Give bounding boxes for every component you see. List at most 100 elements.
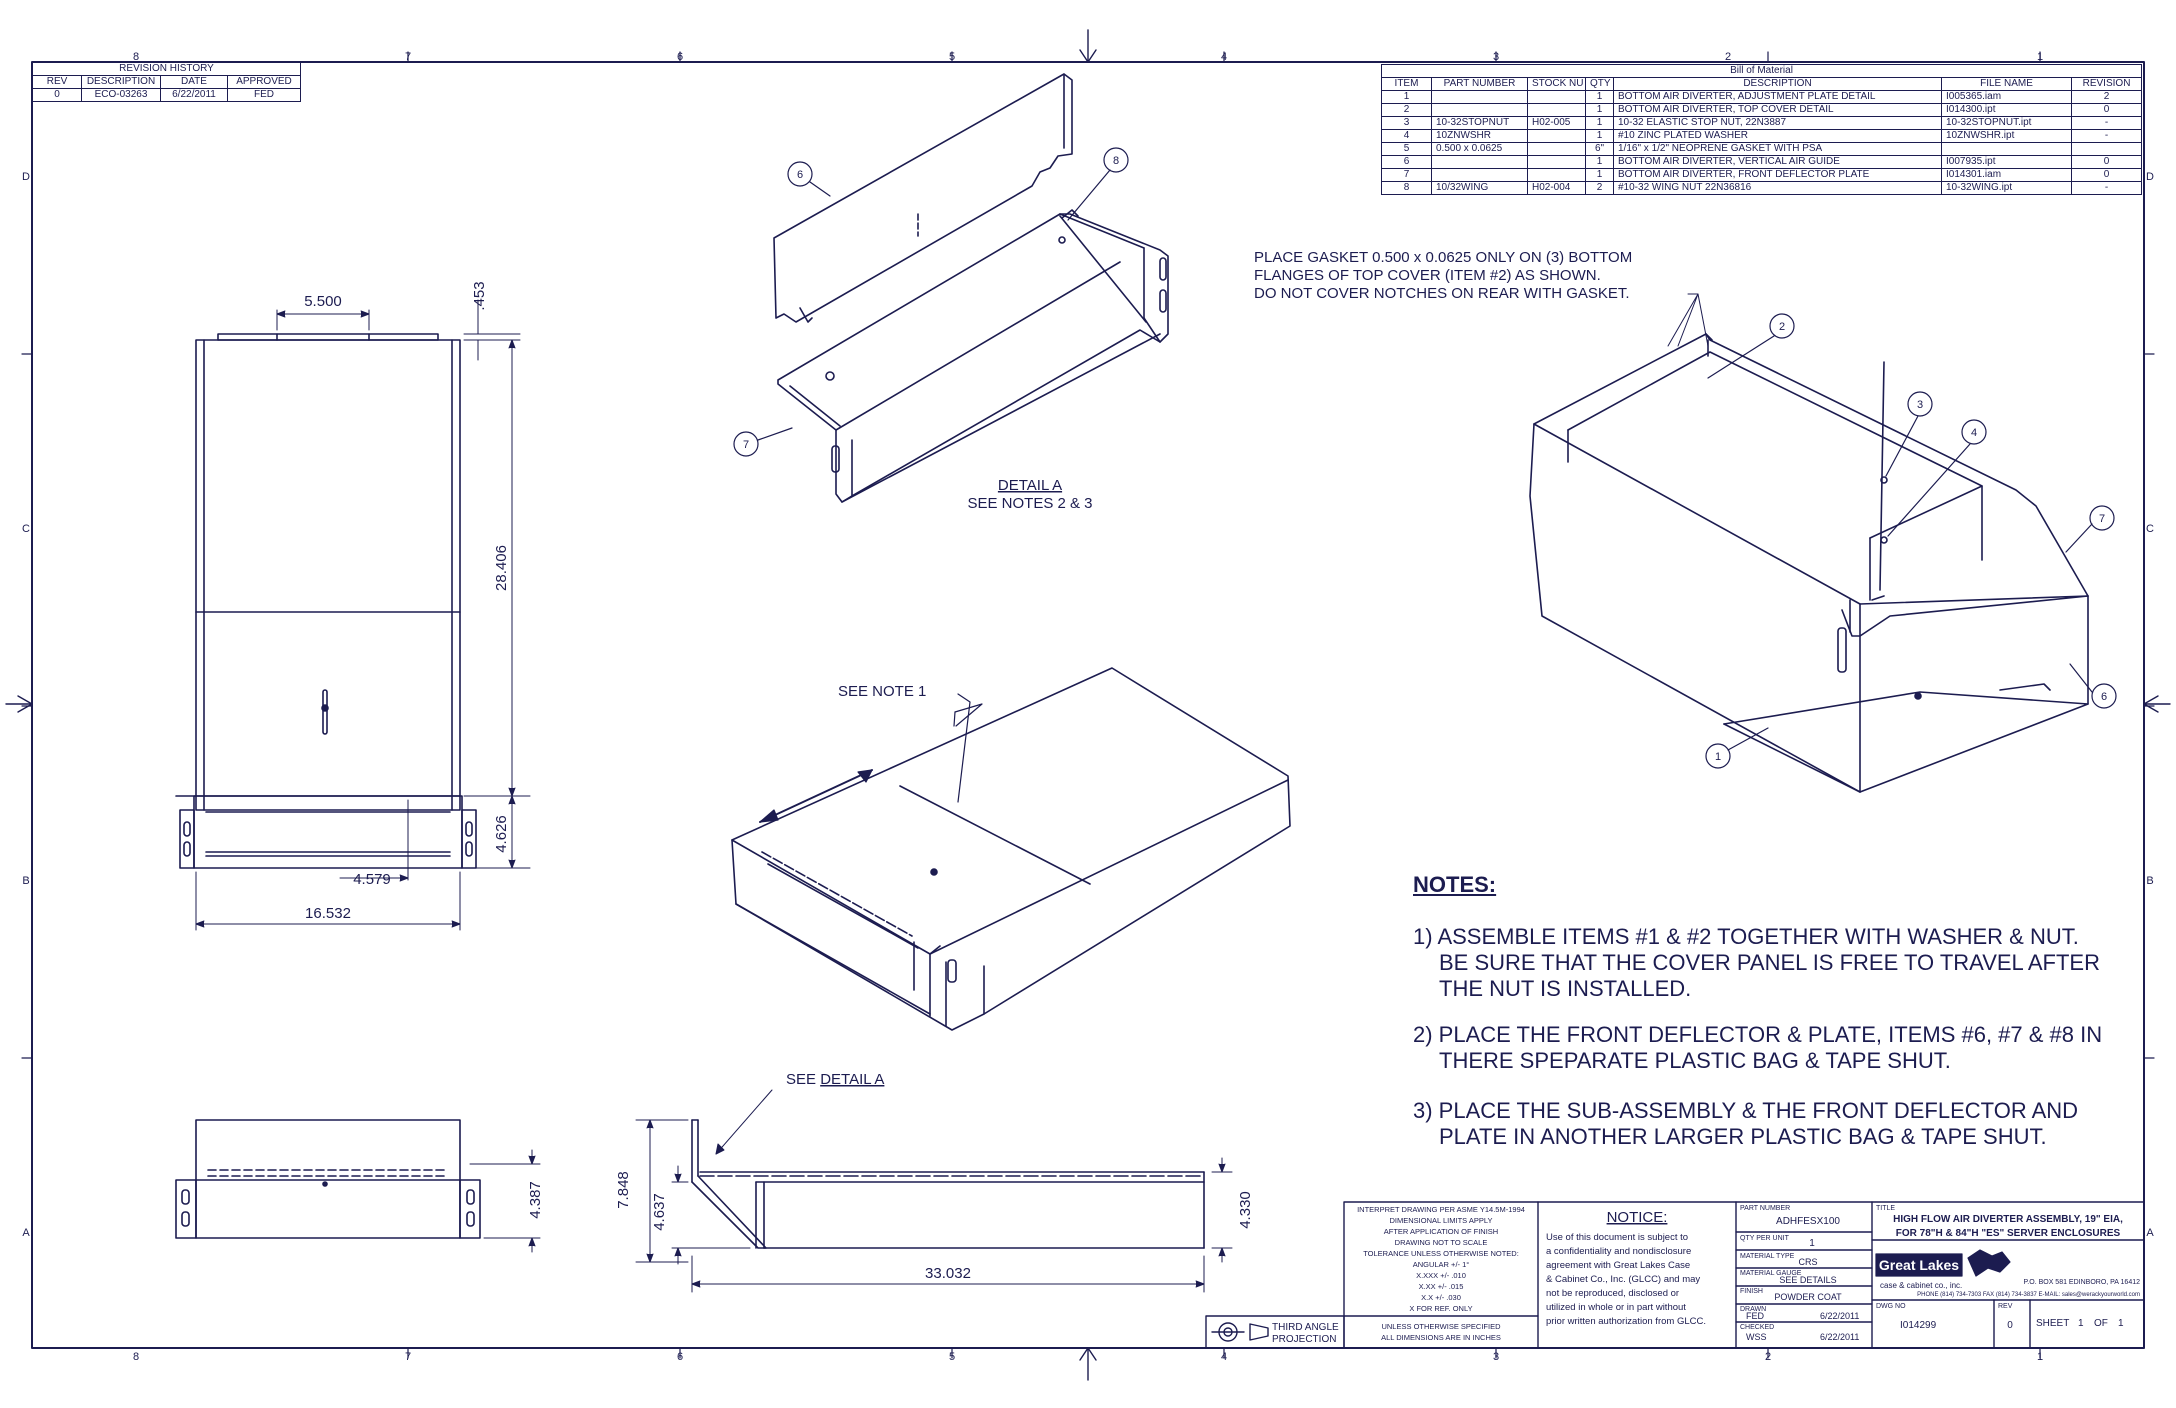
projection-label: THIRD ANGLE PROJECTION [1272, 1322, 1339, 1345]
dim-side-height-small: 4.637 [651, 1193, 668, 1231]
svg-text:ALL DIMENSIONS ARE IN INCHES: ALL DIMENSIONS ARE IN INCHES [1381, 1333, 1501, 1342]
bom-cell: 1/16" x 1/2" NEOPRENE GASKET WITH PSA [1613, 142, 1942, 156]
company-address: P.O. BOX 581 EDINBORO, PA 16412 [2024, 1279, 2141, 1286]
bom-cell: 10-32STOPNUT [1431, 116, 1528, 130]
svg-text:WSS: WSS [1746, 1332, 1767, 1342]
side-view [691, 1119, 1205, 1249]
svg-text:CRS: CRS [1798, 1257, 1817, 1267]
svg-text:Use of this document is subjec: Use of this document is subject to [1546, 1232, 1688, 1243]
bom-cell: BOTTOM AIR DIVERTER, TOP COVER DETAIL [1613, 103, 1942, 117]
detail-a-view [773, 73, 1169, 503]
svg-text:utilized in whole or in part w: utilized in whole or in part without [1546, 1302, 1686, 1313]
bom-cell: 1 [1585, 103, 1614, 117]
balloon-detail-7: 7 [743, 439, 749, 451]
bom-cell: - [2070, 129, 2143, 143]
svg-text:MATERIAL TYPE: MATERIAL TYPE [1740, 1253, 1795, 1260]
zone-labels: 8 7 6 5 4 3 2 1 8 7 6 5 4 3 2 1 D C B A … [22, 51, 2154, 1363]
bom-cell: BOTTOM AIR DIVERTER, VERTICAL AIR GUIDE [1613, 155, 1942, 169]
side-view-dims [635, 1089, 1233, 1293]
bom-cell: 10/32WING [1431, 181, 1528, 195]
zone-row-left-D: D [22, 171, 30, 183]
zone-row-right-B: B [2146, 875, 2153, 887]
title-block-frame [1205, 1201, 2145, 1349]
company-sub: case & cabinet co., inc. [1880, 1281, 1962, 1290]
svg-text:REV: REV [1998, 1303, 2013, 1310]
rev-col-description: DESCRIPTION [81, 75, 161, 89]
rev-col-date: DATE [160, 75, 228, 89]
bom-col-description: DESCRIPTION [1613, 77, 1942, 91]
balloon-iso-4: 4 [1971, 427, 1977, 439]
main-iso-view [731, 667, 1291, 1031]
bom-cell [1431, 155, 1528, 169]
notice-title: NOTICE: [1607, 1209, 1668, 1226]
note-3: 3) PLACE THE SUB-ASSEMBLY & THE FRONT DE… [1413, 1098, 2078, 1150]
note-3-line-2: PLATE IN ANOTHER LARGER PLASTIC BAG & TA… [1439, 1124, 2047, 1149]
bom-cell: 4 [1381, 129, 1432, 143]
balloon-detail-6: 6 [797, 169, 803, 181]
svg-text:DRAWN: DRAWN [1740, 1306, 1766, 1313]
bom-cell: 10-32STOPNUT.ipt [1941, 116, 2072, 130]
bom-cell: 2 [1381, 103, 1432, 117]
svg-text:TITLE: TITLE [1876, 1205, 1895, 1212]
bom-cell: 0 [2070, 155, 2143, 169]
svg-text:1: 1 [2078, 1318, 2084, 1329]
dim-top-width: 5.500 [304, 293, 342, 310]
svg-text:not be reproduced, disclosed o: not be reproduced, disclosed or [1546, 1288, 1679, 1299]
bom-cell: BOTTOM AIR DIVERTER, ADJUSTMENT PLATE DE… [1613, 90, 1942, 104]
bom-cell: 6" [1585, 142, 1614, 156]
dim-top-offset: .453 [471, 281, 488, 310]
svg-text:agreement with Great Lakes Cas: agreement with Great Lakes Case [1546, 1260, 1690, 1271]
dwg-no-value: I014299 [1900, 1320, 1937, 1331]
zone-col-top-6: 6 [677, 51, 683, 63]
svg-text:6/22/2011: 6/22/2011 [1820, 1311, 1859, 1321]
svg-text:INTERPRET DRAWING PER ASME Y14: INTERPRET DRAWING PER ASME Y14.5M-1994 [1357, 1205, 1525, 1214]
svg-text:prior written authorization fr: prior written authorization from GLCC. [1546, 1316, 1706, 1327]
svg-text:SHEET: SHEET [2036, 1318, 2069, 1329]
right-iso-view [1529, 333, 2089, 793]
svg-text:SEE DETAILS: SEE DETAILS [1779, 1275, 1836, 1285]
company-phone: PHONE (814) 734-7303 FAX (814) 734-3837 … [1917, 1292, 2140, 1298]
bom-cell: 1 [1381, 90, 1432, 104]
bom-cell: #10-32 WING NUT 22N36816 [1613, 181, 1942, 195]
zone-col-bottom-6: 6 [677, 1351, 683, 1363]
company-logo-text: Great Lakes [1879, 1257, 1959, 1273]
zone-row-left-B: B [22, 875, 29, 887]
bom-cell: 0.500 x 0.0625 [1431, 142, 1528, 156]
bom-col-stock: STOCK NU [1527, 77, 1586, 91]
rev-col-rev: REV [32, 75, 82, 89]
revision-history-table: REVISION HISTORY REV DESCRIPTION DATE AP… [32, 62, 301, 102]
bom-cell: 3 [1381, 116, 1432, 130]
svg-text:a confidentiality and nondiscl: a confidentiality and nondisclosure [1546, 1246, 1691, 1257]
bom-cell [2070, 142, 2143, 156]
company-logo-mark [1875, 1249, 2011, 1277]
bom-cell: 1 [1585, 129, 1614, 143]
zone-col-bottom-7: 7 [405, 1351, 411, 1363]
svg-text:QTY PER UNIT: QTY PER UNIT [1740, 1235, 1790, 1242]
bom-cell: 1 [1585, 116, 1614, 130]
svg-text:FINISH: FINISH [1740, 1288, 1763, 1295]
drawing-title-line-1: HIGH FLOW AIR DIVERTER ASSEMBLY, 19" EIA… [1893, 1214, 2123, 1225]
note-2: 2) PLACE THE FRONT DEFLECTOR & PLATE, IT… [1413, 1022, 2102, 1074]
dim-front-height: 4.387 [527, 1181, 544, 1219]
right-iso-balloons [1667, 293, 2117, 769]
dim-lower-offset: 4.579 [353, 871, 391, 888]
bom-cell: I005365.iam [1941, 90, 2072, 104]
balloon-iso-3: 3 [1917, 399, 1923, 411]
svg-text:DWG NO: DWG NO [1876, 1303, 1906, 1310]
front-view-dims [195, 299, 531, 931]
bom-cell: 1 [1585, 90, 1614, 104]
zone-col-top-7: 7 [405, 51, 411, 63]
bom-cell: 8 [1381, 181, 1432, 195]
bom-cell [1527, 129, 1586, 143]
bom-cell: 2 [1585, 181, 1614, 195]
zone-col-top-2: 2 [1725, 51, 1731, 63]
svg-text:CHECKED: CHECKED [1740, 1324, 1774, 1331]
bom-cell: 0 [2070, 103, 2143, 117]
svg-text:X FOR REF. ONLY: X FOR REF. ONLY [1409, 1304, 1472, 1313]
bom-cell: BOTTOM AIR DIVERTER, FRONT DEFLECTOR PLA… [1613, 168, 1942, 182]
revision-history-title: REVISION HISTORY [32, 62, 301, 76]
svg-text:AFTER APPLICATION OF FINISH: AFTER APPLICATION OF FINISH [1384, 1227, 1498, 1236]
balloon-iso-7: 7 [2099, 513, 2105, 525]
